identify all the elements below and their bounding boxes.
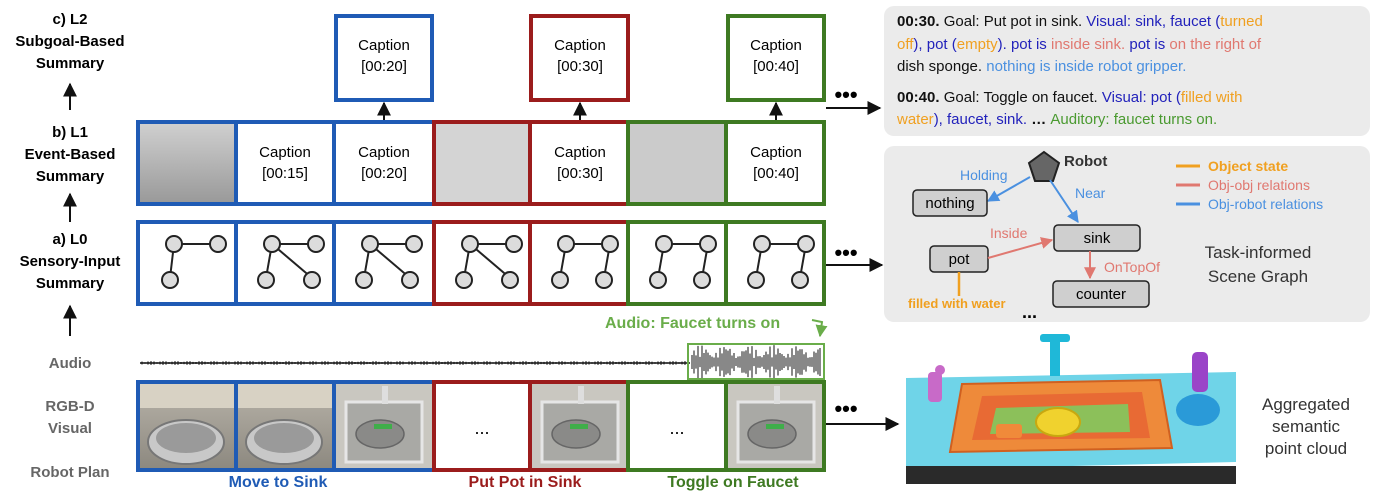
svg-text:[00:20]: [00:20] xyxy=(361,58,407,75)
l1-caption-30-word: Caption xyxy=(554,144,606,161)
svg-text:[00:30]: [00:30] xyxy=(557,58,603,75)
level-l1-line1: b) L1 xyxy=(52,124,88,141)
rgbd-gap-ellipsis-1: ... xyxy=(474,418,489,438)
row-label-rgbd-1: RGB-D xyxy=(45,398,94,415)
summary-entry-2: 00:40. Goal: Toggle on faucet. Visual: p… xyxy=(897,88,1243,129)
l0-row xyxy=(136,220,826,306)
svg-text:Caption: Caption xyxy=(358,37,410,54)
audio-event-label: Audio: Faucet turns on xyxy=(605,315,780,332)
level-l2-line1: c) L2 xyxy=(52,11,87,28)
ellipsis-rgbd: ••• xyxy=(834,396,857,421)
l2-caption-box-20: Caption [00:20] xyxy=(334,14,434,102)
plan-step-put: Put Pot in Sink xyxy=(469,474,582,491)
l1-caption-20-time: [00:20] xyxy=(361,165,407,182)
subgoal-summary-panel xyxy=(884,6,1370,136)
svg-text:Caption: Caption xyxy=(750,37,802,54)
plan-step-move: Move to Sink xyxy=(229,474,328,491)
l1-caption-15-word: Caption xyxy=(259,144,311,161)
row-label-rgbd-2: Visual xyxy=(48,420,92,437)
ellipsis-l1: ••• xyxy=(834,82,857,107)
l2-caption-box-40: Caption [00:40] xyxy=(726,14,826,102)
l2-caption-box-30: Caption [00:30] xyxy=(529,14,630,102)
summary-text: 00:30. Goal: Put pot in sink. Visual: si… xyxy=(897,11,1359,132)
level-l0-line2: Sensory-Input xyxy=(20,253,121,270)
plan-step-toggle: Toggle on Faucet xyxy=(667,474,799,491)
svg-text:Caption: Caption xyxy=(554,37,606,54)
audio-waveform xyxy=(140,343,825,380)
level-l0-line3: Summary xyxy=(36,275,105,292)
audio-event-pointer xyxy=(811,319,828,338)
l1-row xyxy=(136,120,826,206)
level-l1-line3: Summary xyxy=(36,168,105,185)
l1-caption-20-word: Caption xyxy=(358,144,410,161)
rgbd-row xyxy=(136,380,826,474)
l1-caption-40-word: Caption xyxy=(750,144,802,161)
rgbd-gap-ellipsis-2: ... xyxy=(669,418,684,438)
level-l2-line2: Subgoal-Based xyxy=(15,33,124,50)
l1-caption-30-time: [00:30] xyxy=(557,165,603,182)
level-l2-line3: Summary xyxy=(36,55,105,72)
level-l0-line1: a) L0 xyxy=(52,231,87,248)
ellipsis-l0: ••• xyxy=(834,240,857,265)
l1-caption-40-time: [00:40] xyxy=(753,165,799,182)
summary-entry-1: 00:30. Goal: Put pot in sink. Visual: si… xyxy=(897,13,1263,75)
l1-caption-15-time: [00:15] xyxy=(262,165,308,182)
row-label-audio: Audio xyxy=(49,355,92,372)
level-l1-line2: Event-Based xyxy=(25,146,116,163)
svg-text:[00:40]: [00:40] xyxy=(753,58,799,75)
row-label-plan: Robot Plan xyxy=(30,464,109,481)
scene-graph-panel xyxy=(884,146,1370,322)
